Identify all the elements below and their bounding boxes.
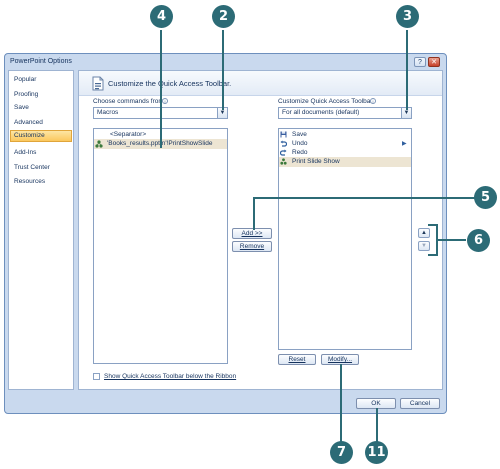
remove-button[interactable]: Remove	[232, 241, 272, 252]
callout-2: 2	[212, 5, 235, 28]
list-item-selected-bg	[279, 157, 411, 167]
callout-6-line	[436, 239, 466, 241]
window-title: PowerPoint Options	[10, 58, 72, 65]
chevron-down-icon[interactable]: ▼	[217, 108, 227, 118]
callout-11-line	[376, 408, 378, 444]
list-item[interactable]: Redo	[292, 149, 308, 156]
nav-item-save[interactable]: Save	[14, 104, 29, 111]
callout-4: 4	[150, 5, 173, 28]
choose-commands-label: Choose commands from:	[93, 98, 166, 105]
close-icon[interactable]: ✕	[428, 57, 440, 67]
callout-3-line	[406, 30, 408, 110]
info-icon: i	[370, 98, 376, 104]
customize-page-icon	[92, 76, 104, 91]
cancel-button[interactable]: Cancel	[400, 398, 440, 409]
undo-icon	[280, 140, 288, 147]
nav-item-trust-center[interactable]: Trust Center	[14, 164, 50, 171]
list-item[interactable]: Undo	[292, 140, 308, 147]
add-button[interactable]: Add >>	[232, 228, 272, 239]
callout-5: 5	[474, 186, 497, 209]
panel-heading: Customize the Quick Access Toolbar.	[108, 79, 232, 88]
list-item[interactable]: 'Books_results.pptm'!PrintShowSlide	[107, 140, 212, 147]
options-nav	[8, 70, 74, 390]
callout-2-line	[222, 30, 224, 110]
show-below-ribbon-label: Show Quick Access Toolbar below the Ribb…	[104, 373, 237, 380]
list-item[interactable]: <Separator>	[110, 131, 147, 138]
callout-5-drop	[253, 197, 255, 230]
callout-6-bracket-bottom	[428, 254, 438, 256]
nav-item-customize[interactable]: Customize	[10, 130, 72, 142]
nav-item-resources[interactable]: Resources	[14, 178, 46, 185]
callout-3: 3	[396, 5, 419, 28]
macro-icon	[280, 158, 287, 165]
list-item[interactable]: Save	[292, 131, 307, 138]
chevron-down-icon[interactable]: ▼	[401, 108, 411, 118]
submenu-arrow-icon: ▶	[402, 141, 407, 147]
callout-6-bracket-top	[428, 224, 438, 226]
nav-item-popular[interactable]: Popular	[14, 76, 37, 83]
panel-header	[79, 71, 442, 96]
callout-4-line	[160, 30, 162, 148]
customize-toolbar-dropdown[interactable]: For all documents (default)	[278, 107, 412, 119]
move-up-button[interactable]: ▲	[418, 228, 430, 238]
show-below-ribbon-checkbox[interactable]	[93, 373, 100, 380]
callout-5-line	[253, 197, 475, 199]
info-icon: i	[162, 98, 168, 104]
redo-icon	[279, 149, 287, 156]
save-icon	[280, 131, 287, 138]
macro-icon	[95, 140, 103, 148]
callout-7: 7	[330, 441, 353, 464]
commands-listbox[interactable]	[93, 128, 228, 364]
callout-11: 11	[365, 441, 388, 464]
nav-item-advanced[interactable]: Advanced	[14, 119, 43, 126]
move-down-button[interactable]: ▼	[418, 241, 430, 251]
nav-item-proofing[interactable]: Proofing	[14, 91, 39, 98]
callout-7-line	[340, 364, 342, 444]
list-item[interactable]: Print Slide Show	[292, 158, 340, 165]
nav-item-add-ins[interactable]: Add-Ins	[14, 149, 37, 156]
help-icon[interactable]: ?	[414, 57, 426, 67]
reset-button[interactable]: Reset	[278, 354, 316, 365]
callout-6: 6	[467, 229, 490, 252]
customize-toolbar-label: Customize Quick Access Toolbar:	[278, 98, 375, 105]
